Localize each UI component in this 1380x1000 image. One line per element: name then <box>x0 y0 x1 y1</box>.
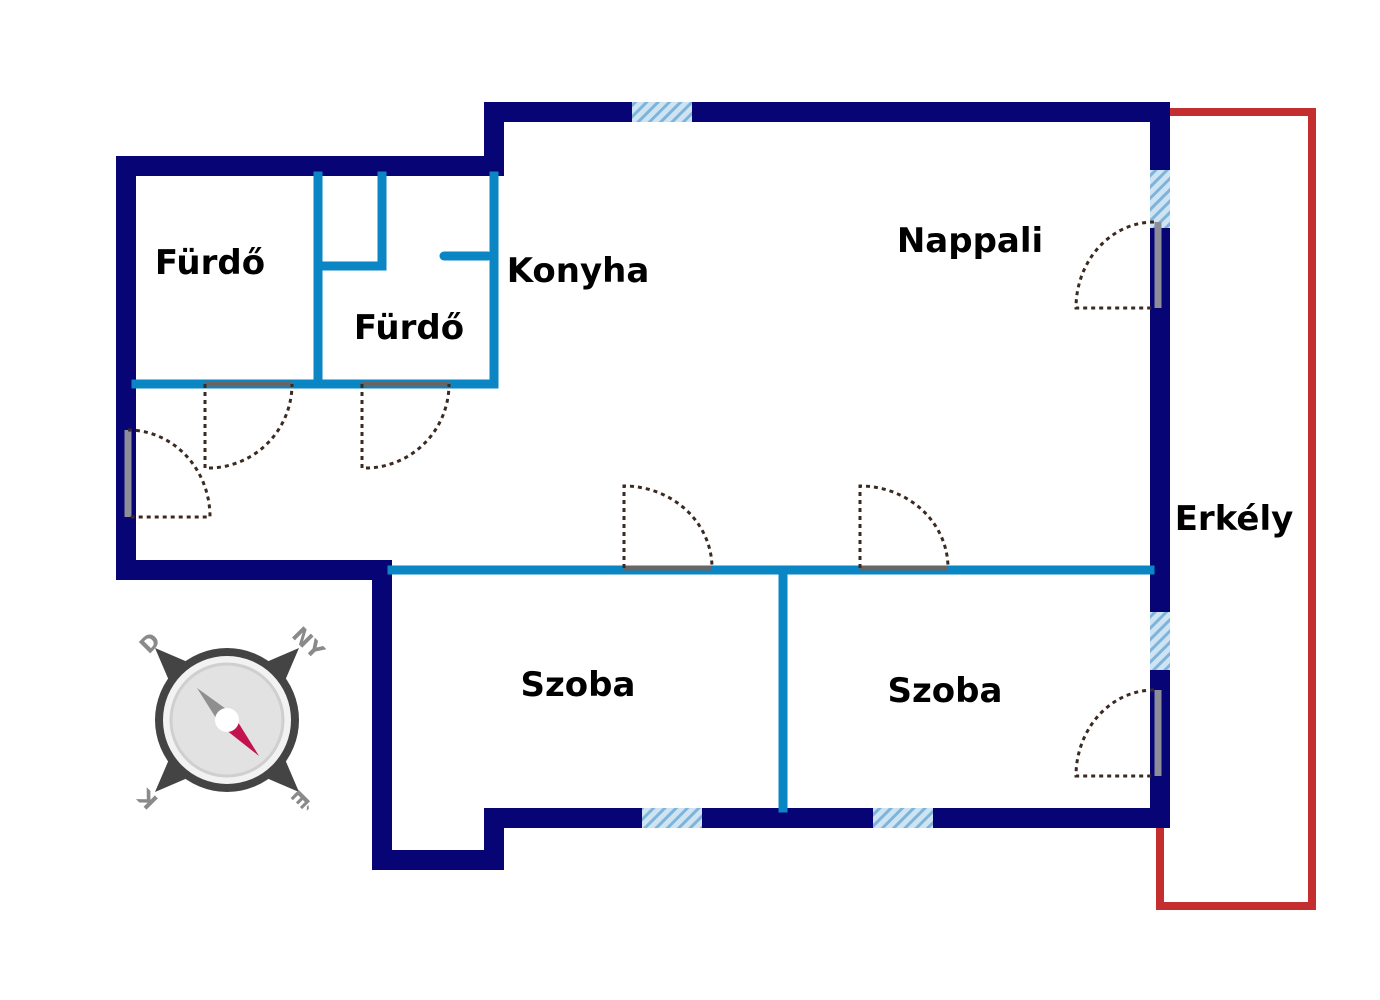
room-label-szoba-left: Szoba <box>521 665 636 705</box>
door-szoba-balcony <box>1074 688 1155 778</box>
windows <box>632 102 1170 828</box>
door-furdo-center <box>360 383 451 470</box>
window-top <box>632 102 692 122</box>
door-nappali-balcony <box>1074 220 1155 310</box>
balcony-outline <box>1156 108 1316 910</box>
window-bottom-right <box>873 808 933 828</box>
door-entrance <box>127 428 212 519</box>
window-right-lower <box>1150 612 1170 670</box>
room-label-furdo-left: Fürdő <box>155 243 265 283</box>
room-label-furdo-center: Fürdő <box>354 308 464 348</box>
room-label-erkely: Erkély <box>1175 499 1294 539</box>
window-right-upper <box>1150 170 1170 228</box>
outer-walls <box>116 102 1170 870</box>
inner-walls <box>131 171 1155 813</box>
compass-icon: D NY K É <box>133 623 329 814</box>
room-label-konyha: Konyha <box>507 251 650 291</box>
door-furdo-left <box>203 383 294 470</box>
compass-letter-e: É <box>285 784 314 813</box>
room-label-nappali: Nappali <box>897 221 1043 261</box>
room-label-szoba-right: Szoba <box>888 671 1003 711</box>
door-szoba-left <box>622 484 714 569</box>
door-leaves <box>124 222 1162 776</box>
door-szoba-right <box>858 484 950 569</box>
door-swings <box>127 220 1155 778</box>
window-bottom-left <box>642 808 702 828</box>
